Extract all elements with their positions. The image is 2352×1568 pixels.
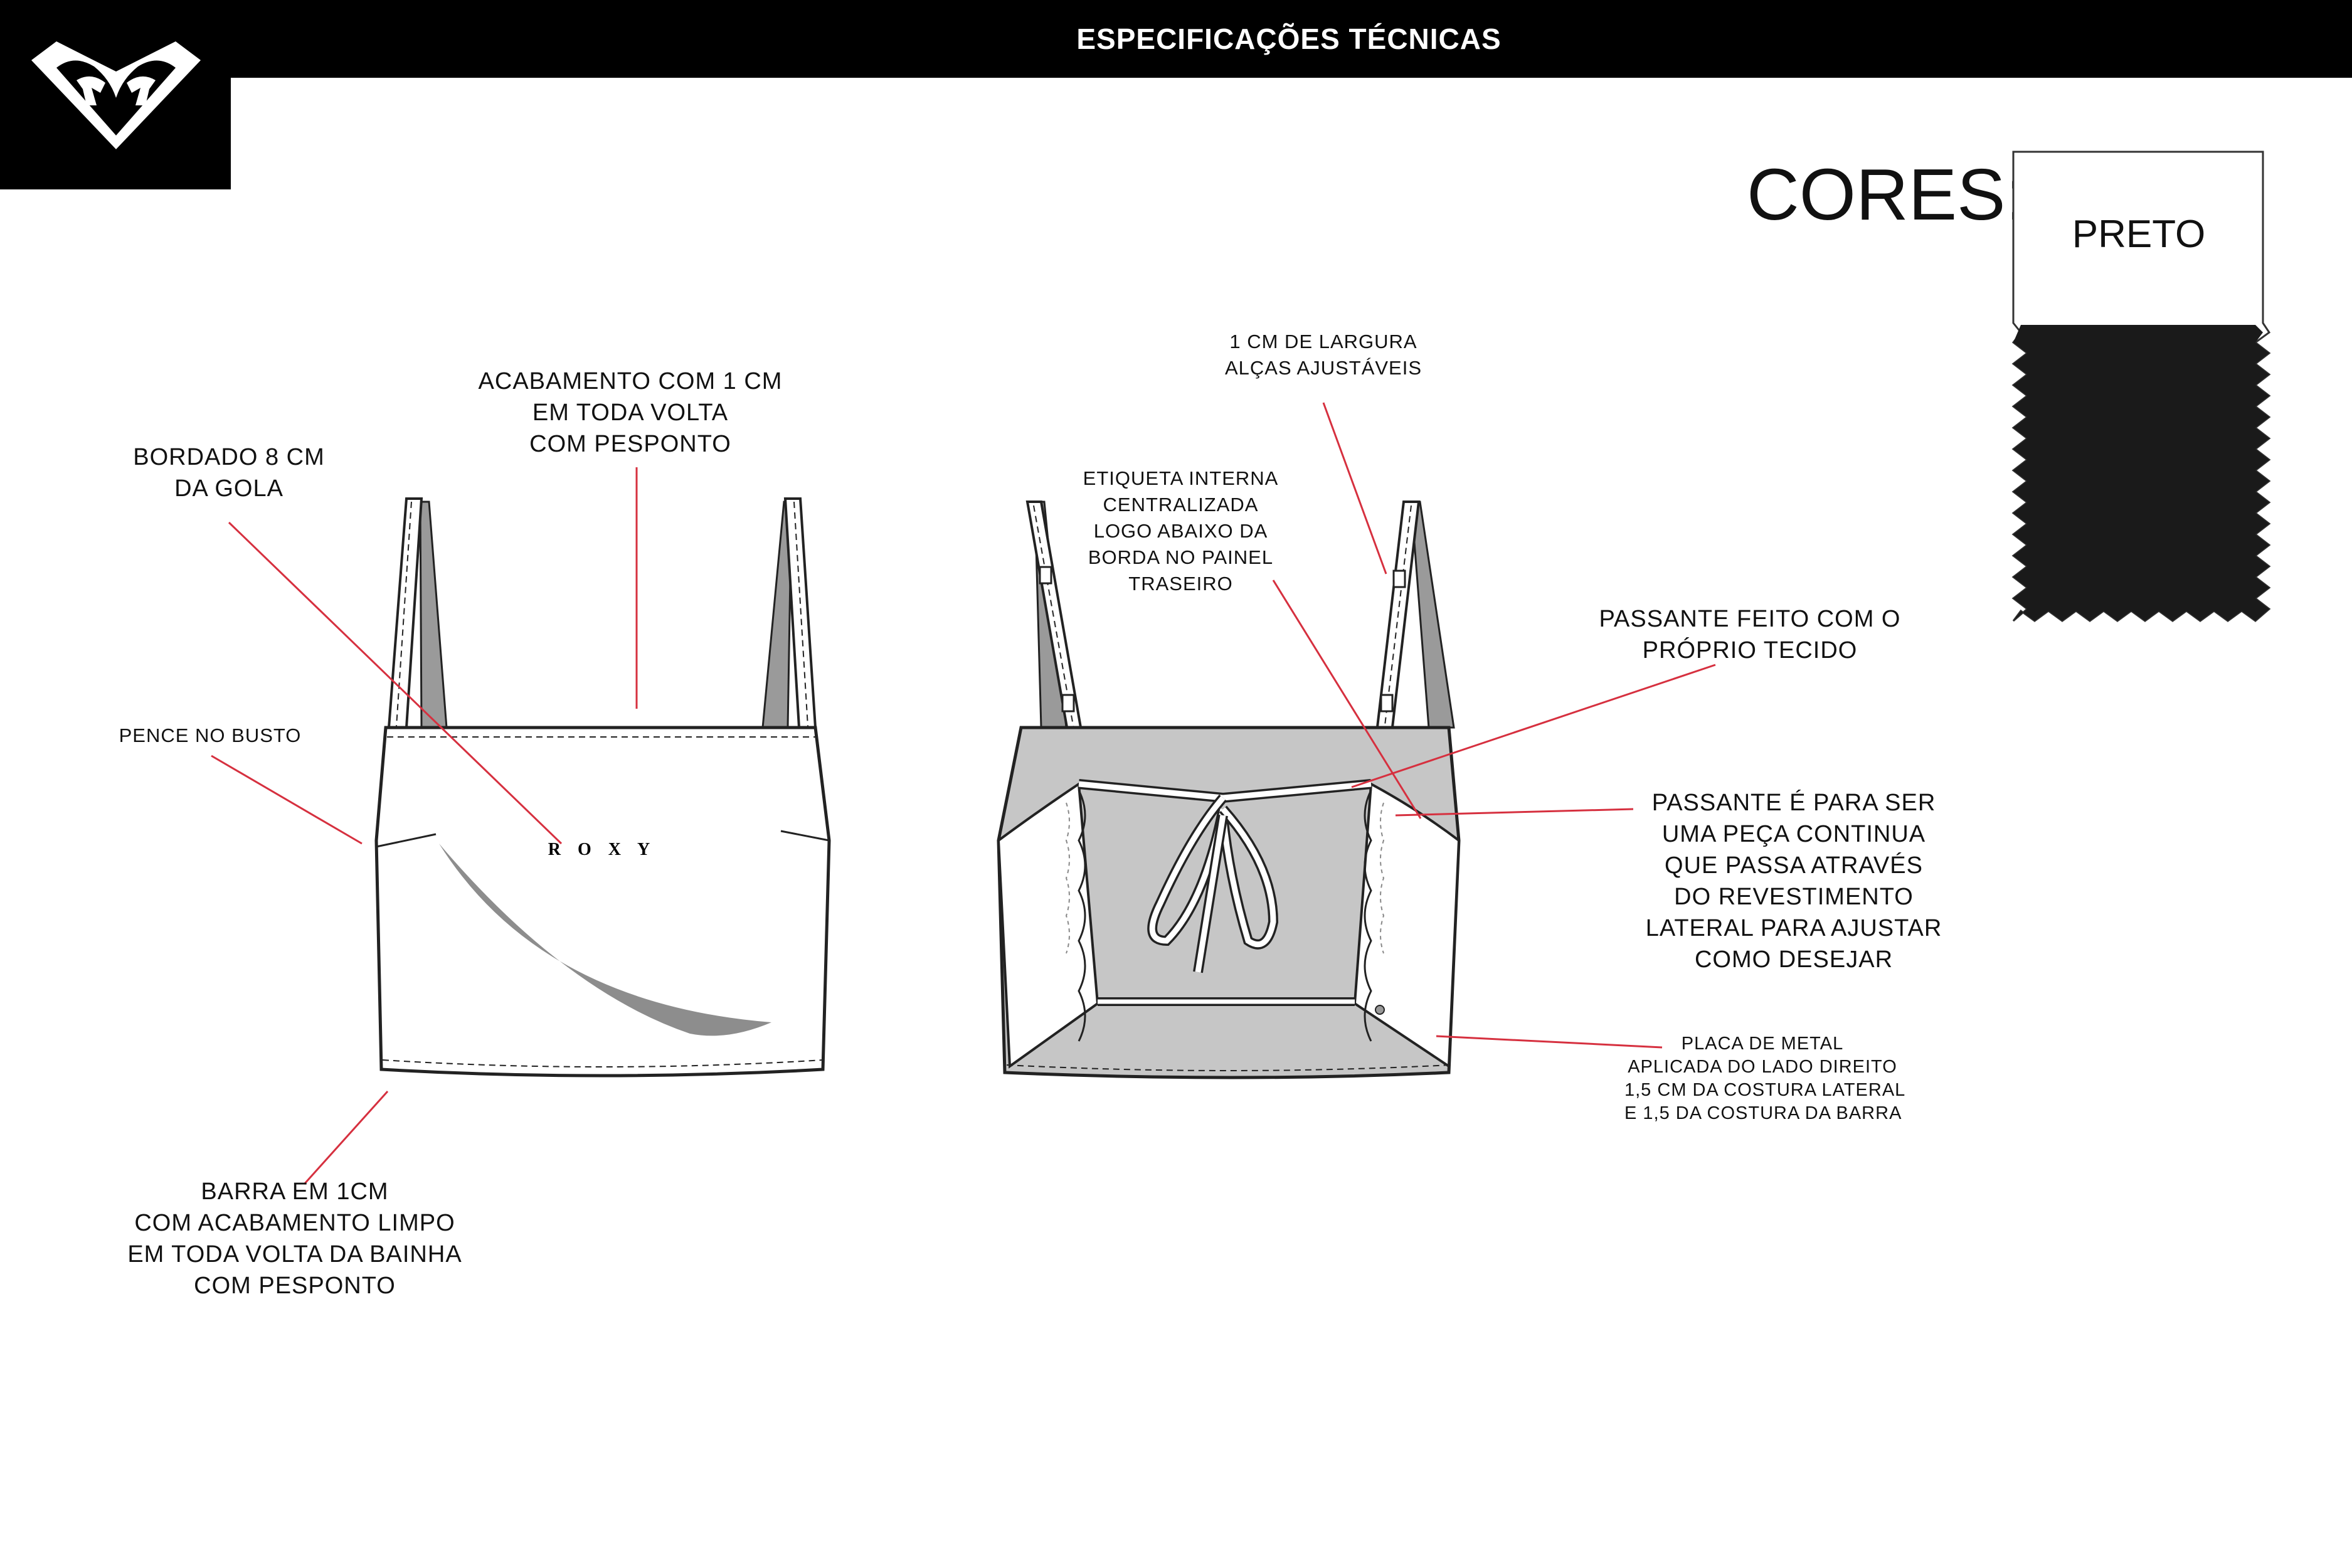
annotation-loop-continuous: PASSANTE É PARA SER UMA PEÇA CONTINUA QU… bbox=[1631, 787, 1957, 975]
annotation-line: EM TODA VOLTA bbox=[532, 400, 729, 426]
annotation-line: BORDA NO PAINEL bbox=[1088, 546, 1274, 568]
annotation-line: BORDADO 8 CM bbox=[133, 444, 325, 470]
front-view bbox=[374, 497, 831, 1078]
logo-box bbox=[0, 0, 231, 189]
annotation-line: UMA PEÇA CONTINUA bbox=[1661, 821, 1926, 847]
annotation-line: ALÇAS AJUSTÁVEIS bbox=[1224, 357, 1422, 379]
annotation-line: PASSANTE É PARA SER bbox=[1651, 790, 1936, 816]
colors-title: CORES: bbox=[1747, 154, 2026, 235]
front-embroidery-text: R O X Y bbox=[548, 840, 656, 859]
annotation-line: COMO DESEJAR bbox=[1694, 946, 1894, 973]
annotation-line: APLICADA DO LADO DIREITO bbox=[1628, 1057, 1897, 1077]
annotation-line: LATERAL PARA AJUSTAR bbox=[1645, 915, 1942, 941]
roxy-heart-logo-icon bbox=[31, 41, 201, 149]
annotation-line: ETIQUETA INTERNA bbox=[1083, 467, 1279, 489]
annotation-bust-dart: PENCE NO BUSTO bbox=[113, 723, 307, 749]
annotation-straps: 1 CM DE LARGURA ALÇAS AJUSTÁVEIS bbox=[1210, 329, 1436, 381]
annotation-line: 1,5 CM DA COSTURA LATERAL bbox=[1624, 1080, 1906, 1100]
back-view bbox=[997, 501, 1461, 1079]
annotation-internal-label: ETIQUETA INTERNA CENTRALIZADA LOGO ABAIX… bbox=[1073, 465, 1289, 597]
annotation-line: E 1,5 DA COSTURA DA BARRA bbox=[1624, 1103, 1902, 1123]
annotation-line: DO REVESTIMENTO bbox=[1674, 884, 1914, 910]
annotation-line: PASSANTE FEITO COM O bbox=[1599, 606, 1901, 632]
annotation-line: BARRA EM 1CM bbox=[201, 1179, 389, 1205]
annotation-line: DA GOLA bbox=[174, 475, 283, 502]
annotation-line: 1 CM DE LARGURA bbox=[1229, 331, 1417, 352]
annotation-line: PRÓPRIO TECIDO bbox=[1642, 637, 1858, 664]
annotation-loop-fabric: PASSANTE FEITO COM O PRÓPRIO TECIDO bbox=[1593, 603, 1907, 666]
header-bar: ESPECIFICAÇÕES TÉCNICAS bbox=[0, 0, 2352, 78]
annotation-hem: BARRA EM 1CM COM ACABAMENTO LIMPO EM TOD… bbox=[119, 1176, 470, 1301]
page-title: ESPECIFICAÇÕES TÉCNICAS bbox=[1076, 23, 1502, 55]
annotation-line: CENTRALIZADA bbox=[1103, 494, 1259, 516]
annotation-line: ACABAMENTO COM 1 CM bbox=[478, 368, 783, 395]
annotation-line: EM TODA VOLTA DA BAINHA bbox=[127, 1241, 462, 1268]
annotation-line: COM PESPONTO bbox=[194, 1273, 396, 1299]
annotation-line: PLACA DE METAL bbox=[1681, 1034, 1844, 1054]
annotation-line: COM PESPONTO bbox=[529, 431, 731, 457]
annotation-line: PENCE NO BUSTO bbox=[119, 724, 302, 746]
annotation-line: LOGO ABAIXO DA bbox=[1093, 520, 1268, 542]
annotation-metal-plate: PLACA DE METAL APLICADA DO LADO DIREITO … bbox=[1624, 1032, 1906, 1125]
annotation-embroidery: BORDADO 8 CM DA GOLA bbox=[125, 442, 332, 504]
swatch-preto-label: PRETO bbox=[2072, 213, 2206, 256]
annotation-neck-finish: ACABAMENTO COM 1 CM EM TODA VOLTA COM PE… bbox=[477, 366, 784, 460]
annotation-line: TRASEIRO bbox=[1128, 573, 1233, 595]
swatch-preto-fill bbox=[2013, 325, 2269, 621]
annotation-line: COM ACABAMENTO LIMPO bbox=[134, 1210, 455, 1236]
annotation-line: QUE PASSA ATRAVÉS bbox=[1665, 852, 1923, 879]
